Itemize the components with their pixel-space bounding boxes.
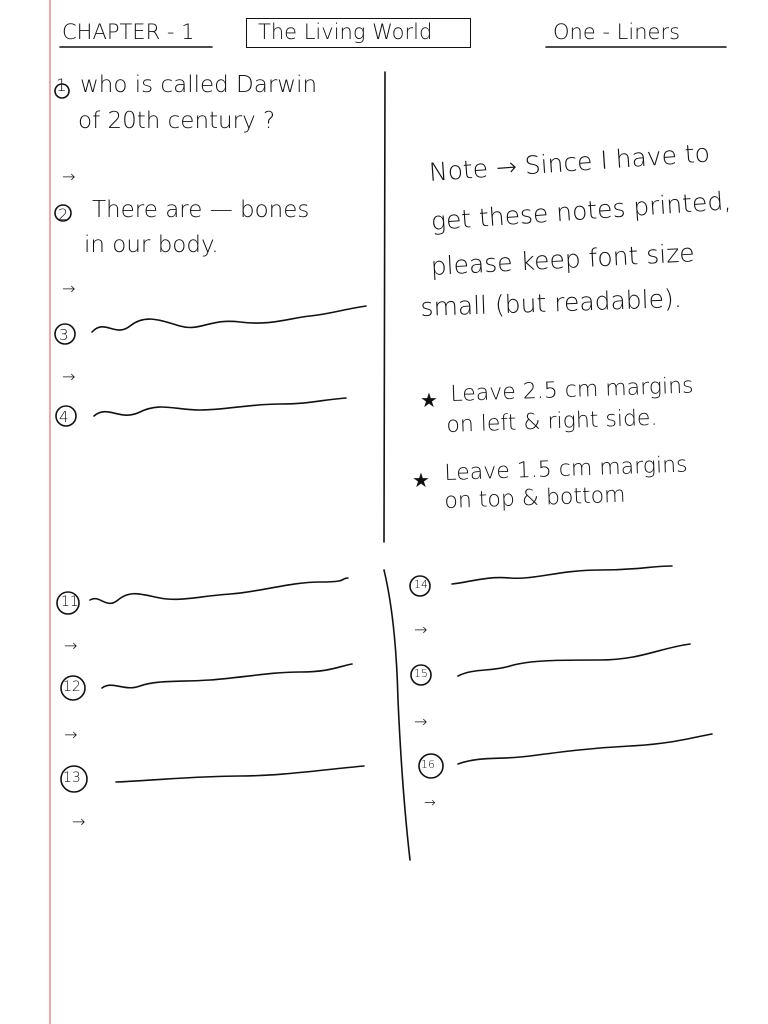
wavy-line-q15 bbox=[457, 643, 691, 677]
circle-q13 bbox=[60, 765, 88, 793]
question-number-11: 11 bbox=[61, 594, 79, 610]
question-number-2: 2 bbox=[58, 205, 69, 224]
answer-marker-15: → bbox=[414, 712, 428, 731]
wavy-line-q12 bbox=[101, 663, 353, 689]
answer-marker-14: → bbox=[414, 620, 428, 639]
circle-q3 bbox=[54, 323, 76, 345]
circle-q12 bbox=[60, 675, 86, 701]
wavy-line-q13 bbox=[115, 765, 365, 783]
answer-marker-3: → bbox=[62, 367, 76, 386]
circle-q2 bbox=[54, 204, 72, 222]
bullet-star-2: ★ bbox=[412, 468, 430, 492]
chapter-title: The Living World bbox=[258, 20, 433, 44]
circle-q4 bbox=[55, 405, 77, 427]
wavy-line-q4 bbox=[93, 397, 347, 417]
question-number-3: 3 bbox=[59, 326, 69, 344]
question-2-line-2: in our body. bbox=[84, 232, 219, 258]
question-number-4: 4 bbox=[59, 408, 69, 426]
question-number-12: 12 bbox=[63, 679, 81, 695]
wavy-line-q16 bbox=[457, 733, 713, 765]
circle-q1 bbox=[54, 83, 70, 99]
top-column-divider bbox=[383, 71, 386, 543]
question-1-line-2: of 20th century ? bbox=[78, 108, 276, 134]
bottom-column-divider bbox=[383, 569, 411, 861]
question-number-15: 15 bbox=[414, 667, 428, 680]
title-box bbox=[246, 18, 471, 48]
answer-marker-12: → bbox=[64, 725, 78, 744]
circle-q15 bbox=[410, 664, 432, 686]
red-margin-line bbox=[49, 0, 51, 1024]
circle-q14 bbox=[409, 575, 431, 597]
circle-q16 bbox=[418, 753, 444, 779]
question-number-1: 1 bbox=[56, 76, 67, 96]
question-number-14: 14 bbox=[414, 578, 428, 591]
wavy-line-q11 bbox=[89, 577, 349, 605]
question-number-13: 13 bbox=[63, 770, 81, 786]
answer-marker-16: → bbox=[424, 795, 436, 811]
question-2-line-1: There are — bones bbox=[92, 197, 310, 223]
chapter-label: CHAPTER - 1 bbox=[62, 20, 195, 44]
answer-marker-1: → bbox=[62, 167, 76, 186]
question-1-line-1: who is called Darwin bbox=[80, 72, 318, 98]
circle-q11 bbox=[56, 591, 80, 615]
wavy-line-q3 bbox=[91, 305, 367, 333]
answer-marker-13: → bbox=[72, 812, 86, 831]
question-number-16: 16 bbox=[421, 758, 435, 771]
answer-marker-11: → bbox=[64, 636, 78, 655]
wavy-line-q14 bbox=[451, 565, 673, 585]
bullet-star-1: ★ bbox=[420, 388, 438, 412]
section-label: One - Liners bbox=[553, 20, 681, 44]
answer-marker-2: → bbox=[62, 279, 76, 298]
